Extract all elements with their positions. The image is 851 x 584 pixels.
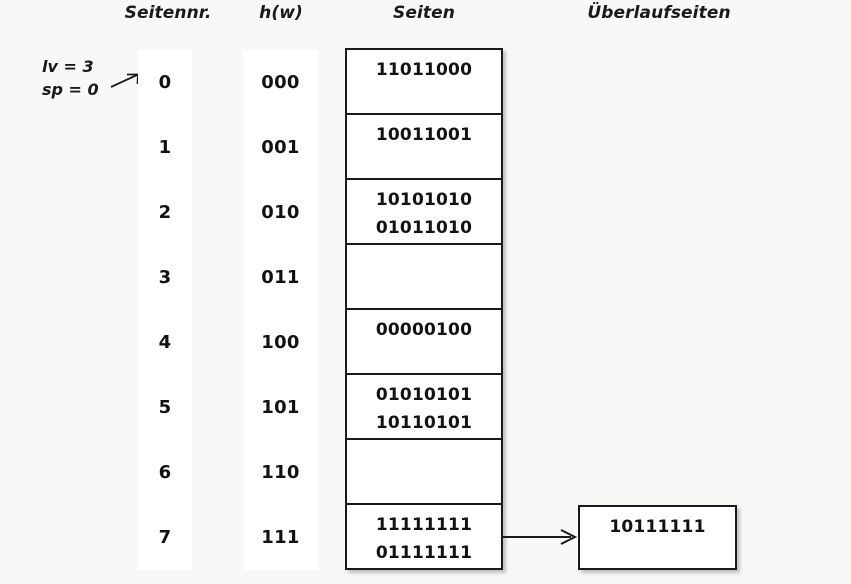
page-entry: 11011000 [375,60,473,80]
page-entry: 11111111 [375,515,473,535]
page-entry: 10110101 [375,413,473,433]
page-row: 01010101 10110101 [347,375,501,440]
hw-cell: 000 [261,72,300,93]
overflow-entry: 10111111 [609,517,706,537]
page-entry: 01010101 [375,385,473,405]
hw-cell: 001 [261,137,300,158]
page-entry: 01111111 [375,543,473,563]
seitennr-cell: 0 [158,72,172,93]
seitennr-cell: 1 [158,137,172,158]
overflow-arrow-icon [501,529,578,545]
page-row: 00000100 [347,310,501,375]
hw-cell: 111 [261,527,300,548]
seiten-table: 11011000 10011001 10101010 01011010 00000100… [345,48,503,570]
page-entry: 01011010 [375,218,473,238]
hw-cell: 011 [261,267,300,288]
level-value: lv = 3 [42,57,94,76]
page-row [347,440,501,505]
column-header-hw: h(w) [259,3,303,23]
hw-cell: 101 [261,397,300,418]
seitennr-cell: 2 [158,202,172,223]
seitennr-cell: 5 [158,397,172,418]
page-entry: 00000100 [375,320,473,340]
seitennr-cell: 3 [158,267,172,288]
seitennr-column: 0 1 2 3 4 5 6 7 [138,50,192,570]
hw-column: 000 001 010 011 100 101 110 111 [243,50,318,570]
page-row [347,245,501,310]
page-row: 10011001 [347,115,501,180]
page-row: 11011000 [347,50,501,115]
column-header-seiten: Seiten [393,3,455,23]
page-row: 11111111 01111111 [347,505,501,570]
column-header-seitennr: Seitennr. [124,3,212,23]
page-entry: 10011001 [375,125,473,145]
level-split-annotation: lv = 3 sp = 0 [42,55,99,101]
seitennr-cell: 6 [158,462,172,483]
page-entry: 10101010 [375,190,473,210]
column-header-ueberlaufseiten: Überlaufseiten [587,3,731,23]
hw-cell: 100 [261,332,300,353]
seitennr-cell: 7 [158,527,172,548]
seitennr-cell: 4 [158,332,172,353]
hw-cell: 110 [261,462,300,483]
split-pointer-value: sp = 0 [42,80,99,99]
hw-cell: 010 [261,202,300,223]
overflow-page: 10111111 [578,505,737,570]
page-row: 10101010 01011010 [347,180,501,245]
